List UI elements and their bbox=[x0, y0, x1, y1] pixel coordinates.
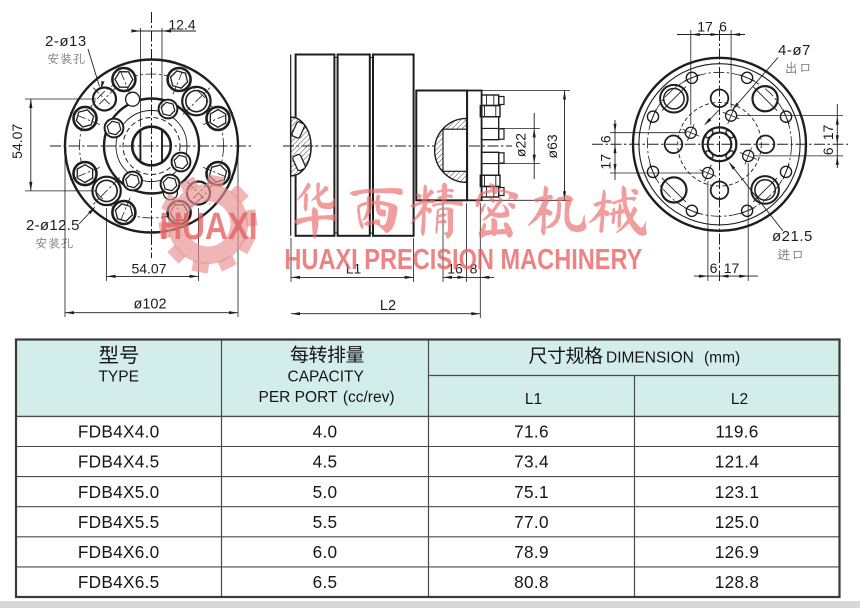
svg-text:16: 16 bbox=[447, 260, 463, 276]
svg-text:(mm): (mm) bbox=[704, 350, 740, 367]
svg-text:ø102: ø102 bbox=[133, 297, 166, 313]
svg-text:6.0: 6.0 bbox=[313, 542, 338, 562]
svg-text:PER PORT: PER PORT bbox=[259, 389, 338, 406]
svg-text:2-ø13: 2-ø13 bbox=[45, 33, 87, 50]
svg-text:17: 17 bbox=[820, 125, 836, 141]
svg-text:123.1: 123.1 bbox=[715, 482, 760, 502]
svg-text:HUAXI PRECISION MACHINERY: HUAXI PRECISION MACHINERY bbox=[284, 244, 642, 276]
svg-text:L1: L1 bbox=[346, 260, 362, 276]
svg-text:FDB4X5.5: FDB4X5.5 bbox=[78, 512, 160, 532]
svg-text:6: 6 bbox=[820, 147, 836, 155]
svg-text:(cc/rev): (cc/rev) bbox=[343, 389, 395, 406]
svg-text:17: 17 bbox=[697, 19, 713, 35]
svg-text:6: 6 bbox=[598, 135, 614, 143]
svg-text:6: 6 bbox=[719, 19, 727, 35]
svg-text:HUAXI: HUAXI bbox=[160, 206, 258, 248]
svg-text:L1: L1 bbox=[525, 391, 542, 408]
svg-text:77.0: 77.0 bbox=[514, 512, 549, 532]
svg-text:125.0: 125.0 bbox=[715, 512, 760, 532]
svg-text:ø21.5: ø21.5 bbox=[772, 228, 813, 245]
svg-text:54.07: 54.07 bbox=[9, 124, 25, 159]
svg-text:4.0: 4.0 bbox=[313, 422, 338, 442]
svg-text:FDB4X6.5: FDB4X6.5 bbox=[78, 572, 160, 592]
svg-text:121.4: 121.4 bbox=[715, 452, 760, 472]
svg-text:80.8: 80.8 bbox=[514, 572, 549, 592]
svg-text:128.8: 128.8 bbox=[715, 572, 760, 592]
svg-text:ø63: ø63 bbox=[544, 134, 560, 158]
svg-text:FDB4X4.0: FDB4X4.0 bbox=[78, 422, 160, 442]
svg-text:2-ø12.5: 2-ø12.5 bbox=[26, 217, 80, 234]
svg-text:12.4: 12.4 bbox=[168, 17, 195, 33]
svg-text:L2: L2 bbox=[731, 391, 748, 408]
svg-text:ø22: ø22 bbox=[513, 133, 529, 157]
svg-text:17: 17 bbox=[724, 260, 740, 276]
svg-text:126.9: 126.9 bbox=[715, 542, 760, 562]
svg-text:4-ø7: 4-ø7 bbox=[778, 42, 811, 59]
svg-text:75.1: 75.1 bbox=[514, 482, 549, 502]
svg-text:119.6: 119.6 bbox=[715, 422, 758, 442]
svg-text:5.5: 5.5 bbox=[313, 512, 338, 532]
svg-text:6: 6 bbox=[710, 260, 718, 276]
svg-text:4.5: 4.5 bbox=[313, 452, 338, 472]
svg-text:CAPACITY: CAPACITY bbox=[288, 369, 364, 386]
svg-text:L2: L2 bbox=[380, 298, 396, 314]
svg-text:54.07: 54.07 bbox=[131, 260, 166, 276]
svg-text:TYPE: TYPE bbox=[98, 369, 138, 386]
svg-text:FDB4X4.5: FDB4X4.5 bbox=[78, 452, 160, 472]
svg-text:FDB4X6.0: FDB4X6.0 bbox=[78, 542, 160, 562]
svg-text:6.5: 6.5 bbox=[313, 572, 338, 592]
svg-text:8: 8 bbox=[470, 260, 478, 276]
svg-text:71.6: 71.6 bbox=[514, 422, 549, 442]
svg-text:5.0: 5.0 bbox=[313, 482, 338, 502]
svg-text:DIMENSION: DIMENSION bbox=[606, 350, 694, 367]
svg-text:17: 17 bbox=[598, 154, 614, 170]
svg-text:73.4: 73.4 bbox=[514, 452, 549, 472]
svg-text:FDB4X5.0: FDB4X5.0 bbox=[78, 482, 160, 502]
svg-text:78.9: 78.9 bbox=[514, 542, 549, 562]
